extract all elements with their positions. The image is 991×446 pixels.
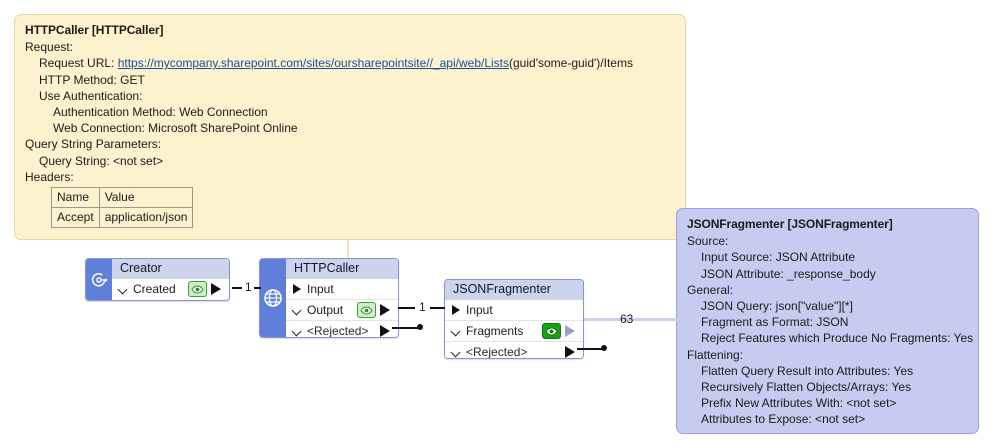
table-header-row: Name Value bbox=[51, 187, 194, 209]
annotation-leader-line-httpcaller bbox=[347, 240, 349, 259]
annotation-jsonfragmenter[interactable]: JSONFragmenter [JSONFragmenter] Source: … bbox=[676, 208, 979, 434]
annotation-line-attributes-to-expose: Attributes to Expose: <not set> bbox=[701, 412, 866, 427]
annotation-line-json-attribute: JSON Attribute: _response_body bbox=[701, 266, 876, 281]
port-fragments[interactable]: Fragments bbox=[445, 320, 583, 341]
port-label-input: Input bbox=[307, 282, 334, 296]
annotation-line-headers: Headers: bbox=[25, 169, 74, 184]
creator-icon bbox=[86, 259, 112, 300]
creator-title: Creator bbox=[112, 259, 229, 279]
annotation-line-query-string-parameters: Query String Parameters: bbox=[25, 137, 162, 152]
chevron-down-icon[interactable] bbox=[118, 284, 129, 295]
input-arrow-icon bbox=[451, 304, 462, 316]
chevron-down-icon[interactable] bbox=[292, 305, 303, 316]
port-output[interactable]: Output bbox=[286, 299, 398, 320]
port-input[interactable]: Input bbox=[286, 279, 398, 299]
table-column-value: Value bbox=[98, 187, 194, 209]
jsonfragmenter-body: JSONFragmenter Input Fragments <Rejecte bbox=[445, 280, 583, 358]
jsonfragmenter-title: JSONFragmenter bbox=[445, 280, 583, 300]
node-creator[interactable]: Creator Created bbox=[85, 258, 230, 301]
httpcaller-body: HTTPCaller Input Output <Rejected> bbox=[286, 259, 398, 337]
annotation-line-flattening: Flattening: bbox=[687, 347, 744, 362]
port-label-rejected: <Rejected> bbox=[307, 324, 369, 338]
output-arrow-icon[interactable] bbox=[210, 283, 223, 296]
annotation-line-prefix-new-attributes: Prefix New Attributes With: <not set> bbox=[701, 396, 897, 411]
connection-httpcaller-to-jsonfragmenter-segment[interactable] bbox=[430, 307, 445, 309]
table-column-name: Name bbox=[51, 187, 100, 209]
chevron-down-icon[interactable] bbox=[292, 326, 303, 337]
port-created[interactable]: Created bbox=[112, 279, 229, 299]
eye-icon[interactable] bbox=[357, 302, 376, 318]
table-cell-header-value: application/json bbox=[98, 207, 194, 229]
annotation-line-query-string: Query String: <not set> bbox=[39, 153, 164, 168]
annotation-line-reject-features: Reject Features which Produce No Fragmen… bbox=[701, 331, 974, 346]
annotation-httpcaller-title: HTTPCaller [HTTPCaller] bbox=[25, 23, 164, 37]
annotation-line-request: Request: bbox=[25, 40, 74, 55]
annotation-line-web-connection: Web Connection: Microsoft SharePoint Onl… bbox=[53, 121, 298, 136]
annotation-line-general: General: bbox=[687, 282, 734, 297]
connection-count-httpcaller-to-jsonfragmenter: 1 bbox=[417, 300, 428, 314]
request-url-label: Request URL: bbox=[39, 56, 118, 71]
annotation-line-http-method: HTTP Method: GET bbox=[39, 72, 145, 87]
annotation-leader-line-jsonfragmenter bbox=[580, 318, 678, 321]
connection-jsonfragmenter-rejected-stub[interactable] bbox=[577, 348, 604, 350]
annotation-line-use-authentication: Use Authentication: bbox=[39, 88, 143, 103]
annotation-httpcaller[interactable]: HTTPCaller [HTTPCaller] Request: Request… bbox=[14, 14, 686, 240]
connection-endpoint-dot bbox=[601, 345, 607, 351]
output-arrow-icon[interactable] bbox=[564, 346, 577, 358]
port-label-output: Output bbox=[307, 303, 344, 317]
connection-count-creator-to-httpcaller: 1 bbox=[243, 280, 254, 294]
node-jsonfragmenter[interactable]: JSONFragmenter Input Fragments <Rejecte bbox=[444, 279, 584, 359]
port-rejected[interactable]: <Rejected> bbox=[286, 320, 398, 338]
output-arrow-icon[interactable] bbox=[379, 304, 392, 317]
creator-body: Creator Created bbox=[112, 259, 229, 300]
annotation-line-authentication-method: Authentication Method: Web Connection bbox=[53, 105, 268, 120]
port-rejected[interactable]: <Rejected> bbox=[445, 341, 583, 359]
annotation-jsonfragmenter-title: JSONFragmenter [JSONFragmenter] bbox=[687, 217, 893, 231]
annotation-line-recursively-flatten: Recursively Flatten Objects/Arrays: Yes bbox=[701, 380, 912, 395]
table-cell-header-name: Accept bbox=[51, 207, 100, 229]
annotation-line-fragment-as-format: Fragment as Format: JSON bbox=[701, 315, 849, 330]
node-httpcaller[interactable]: HTTPCaller Input Output <Rejected> bbox=[259, 258, 399, 338]
connection-creator-to-httpcaller[interactable] bbox=[232, 287, 242, 289]
output-arrow-icon[interactable] bbox=[379, 325, 392, 337]
port-label-input: Input bbox=[466, 303, 493, 317]
connection-creator-to-httpcaller-segment[interactable] bbox=[254, 287, 261, 289]
annotation-line-source: Source: bbox=[687, 234, 729, 249]
input-arrow-icon bbox=[292, 283, 303, 295]
connection-httpcaller-to-jsonfragmenter[interactable] bbox=[398, 307, 415, 309]
annotation-line-flatten-query-result: Flatten Query Result into Attributes: Ye… bbox=[701, 363, 914, 378]
chevron-down-icon[interactable] bbox=[451, 326, 462, 337]
eye-icon[interactable] bbox=[188, 281, 207, 297]
annotation-line-request-url: Request URL: https://mycompany.sharepoin… bbox=[25, 55, 675, 71]
port-label-fragments: Fragments bbox=[466, 324, 524, 338]
globe-icon bbox=[260, 259, 286, 337]
request-url-tail: (guid'some-guid')/Items bbox=[509, 56, 633, 71]
chevron-down-icon[interactable] bbox=[451, 347, 462, 358]
httpcaller-title: HTTPCaller bbox=[286, 259, 398, 279]
output-arrow-icon[interactable] bbox=[564, 325, 577, 338]
port-label-rejected: <Rejected> bbox=[466, 345, 528, 359]
connection-httpcaller-rejected-stub[interactable] bbox=[392, 327, 419, 329]
fragments-feature-count: 63 bbox=[620, 312, 634, 326]
port-input[interactable]: Input bbox=[445, 300, 583, 320]
annotation-line-input-source: Input Source: JSON Attribute bbox=[701, 250, 856, 265]
annotation-line-json-query: JSON Query: json["value"][*] bbox=[701, 299, 853, 314]
port-label-created: Created bbox=[133, 282, 176, 296]
request-url-link[interactable]: https://mycompany.sharepoint.com/sites/o… bbox=[117, 56, 510, 71]
connection-endpoint-dot bbox=[417, 324, 423, 330]
eye-icon[interactable] bbox=[542, 323, 561, 339]
headers-table: Name Value Accept application/json bbox=[51, 187, 194, 229]
table-row: Accept application/json bbox=[51, 207, 194, 229]
